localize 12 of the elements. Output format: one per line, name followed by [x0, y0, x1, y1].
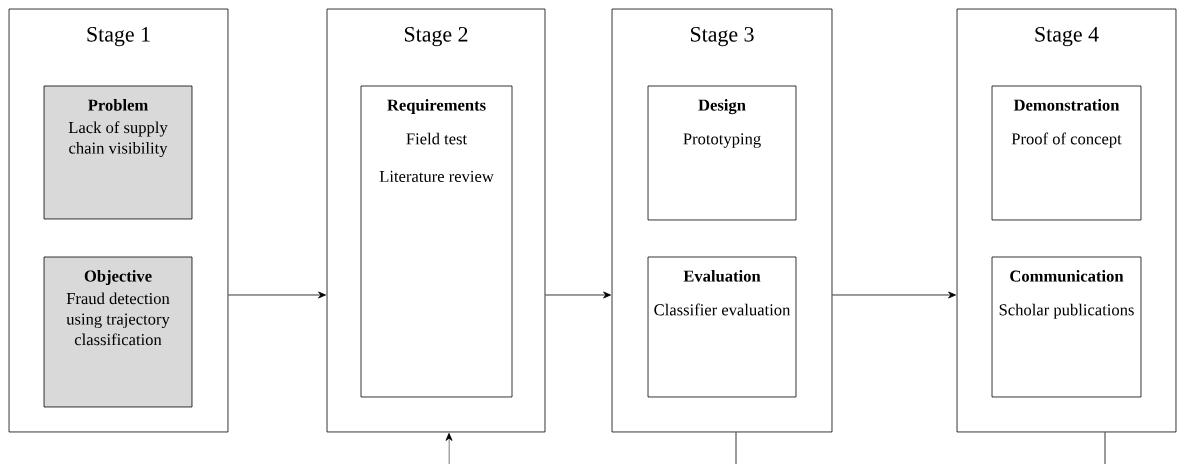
stage-step-box: Communication Scholar publications — [991, 256, 1142, 398]
arrow — [545, 291, 611, 299]
connector-line — [735, 431, 737, 464]
stage-step-box: Problem Lack of supply chain visibility — [43, 85, 193, 220]
arrow — [228, 291, 326, 299]
stage-step-box: Requirements Field test Literature review — [360, 85, 513, 398]
stage-step-box: Design Prototyping — [647, 85, 797, 221]
arrow — [832, 291, 956, 299]
stage-step-box: Objective Fraud detection using trajectory classification — [43, 256, 193, 408]
connector-line — [1104, 431, 1106, 464]
stage-step-box: Demonstration Proof of concept — [991, 85, 1142, 221]
stage-step-box: Evaluation Classifier evaluation — [647, 256, 797, 398]
